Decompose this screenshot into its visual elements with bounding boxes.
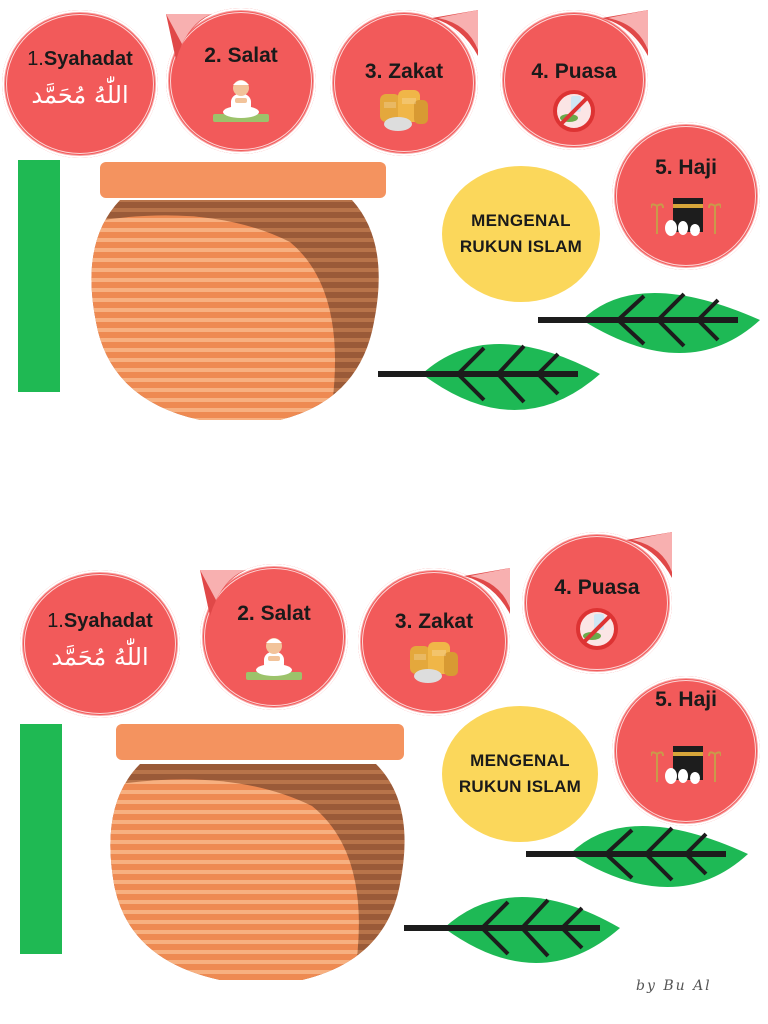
peel-corner-icon: [200, 570, 246, 616]
cutout-set-1: 1.Syahadat اللّٰهُ مُحَمَّد 2. Salat 3. …: [2, 8, 760, 420]
pillar-number: 1.: [27, 48, 44, 70]
pillar-label: Haji: [678, 688, 717, 711]
leaf-icon: [404, 897, 620, 963]
pillar-syahadat: 1.Syahadat اللّٰهُ مُحَمَّد: [20, 570, 180, 718]
kaaba-icon: [651, 198, 721, 236]
pillar-label: Syahadat: [63, 610, 153, 632]
pillar-label: Zakat: [388, 60, 444, 83]
pillar-salat: 2. Salat: [200, 564, 348, 710]
pillar-zakat: 3. Zakat: [358, 568, 510, 716]
green-strip: [18, 160, 60, 392]
pillar-syahadat: 1.Syahadat اللّٰهُ مُحَمَّد: [2, 10, 158, 158]
pillar-number: 2.: [204, 44, 222, 67]
no-food-icon: [576, 608, 618, 650]
pillar-label: Salat: [260, 602, 311, 625]
pillar-number: 3.: [394, 610, 413, 633]
praying-child-icon: [246, 638, 302, 680]
title-line-2: RUKUN ISLAM: [459, 237, 583, 256]
rice-sacks-icon: [380, 90, 428, 131]
pillar-number: 5.: [655, 688, 673, 711]
peel-corner-icon: [432, 10, 478, 56]
rice-sacks-icon: [410, 642, 458, 683]
pillar-puasa: 4. Puasa: [500, 10, 648, 150]
pillar-label: Salat: [227, 44, 278, 67]
pillar-zakat: 3. Zakat: [330, 10, 478, 156]
pillar-number: 2.: [237, 602, 255, 625]
pillar-label: Puasa: [577, 576, 640, 599]
leaf-icon: [526, 826, 748, 887]
pillar-salat: 2. Salat: [166, 8, 316, 154]
pillar-number: 4.: [554, 576, 572, 599]
title-line-1: MENGENAL: [470, 751, 570, 770]
striped-pot-icon: [110, 724, 405, 980]
pillar-label: Haji: [678, 156, 717, 179]
pillar-puasa: 4. Puasa: [522, 532, 672, 674]
arabic-calligraphy-icon: اللّٰهُ مُحَمَّد: [51, 643, 149, 671]
title-line-1: MENGENAL: [471, 211, 571, 230]
signature: by Bu Al: [636, 978, 712, 994]
pillar-label: Syahadat: [43, 48, 133, 70]
leaf-icon: [538, 292, 760, 353]
kaaba-icon: [651, 746, 721, 784]
pillar-label: Zakat: [418, 610, 474, 633]
peel-corner-icon: [166, 14, 212, 60]
striped-pot-icon: [91, 162, 386, 420]
peel-corner-icon: [602, 10, 648, 56]
green-strip: [20, 724, 62, 954]
arabic-calligraphy-icon: اللّٰهُ مُحَمَّد: [31, 81, 129, 109]
title-disc: MENGENAL RUKUN ISLAM: [442, 706, 598, 842]
title-disc: MENGENAL RUKUN ISLAM: [442, 166, 600, 302]
pillar-number: 1.: [47, 610, 64, 632]
peel-corner-icon: [464, 568, 510, 614]
pillar-haji: 5. Haji: [612, 676, 760, 826]
no-food-icon: [553, 90, 595, 132]
leaf-icon: [378, 344, 600, 410]
pillar-number: 3.: [364, 60, 383, 83]
title-line-2: RUKUN ISLAM: [458, 777, 582, 796]
praying-child-icon: [213, 80, 269, 122]
pillar-number: 5.: [655, 156, 673, 179]
cutout-set-2: 1.Syahadat اللّٰهُ مُحَمَّد 2. Salat 3. …: [0, 512, 768, 1024]
peel-corner-icon: [626, 532, 672, 578]
pillar-haji: 5. Haji: [612, 122, 760, 270]
pillar-number: 4.: [531, 60, 549, 83]
pillar-label: Puasa: [554, 60, 617, 83]
